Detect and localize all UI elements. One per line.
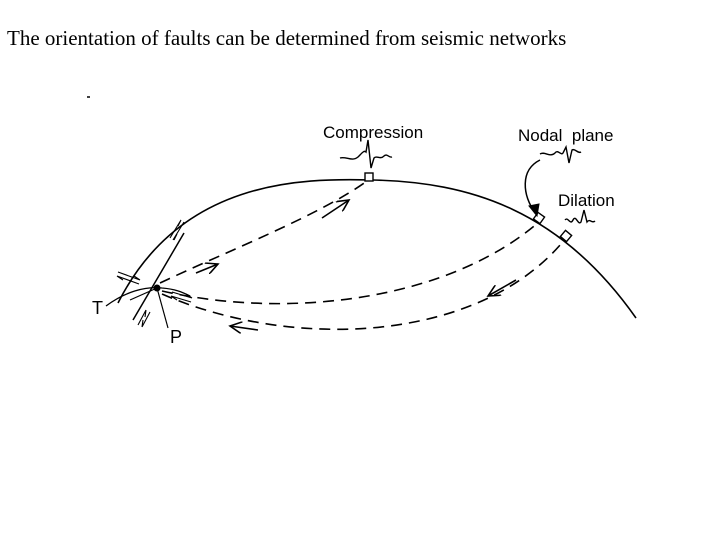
nodal-waveform <box>539 144 582 164</box>
nodal-plane-label: Nodal plane <box>518 126 613 145</box>
auxiliary-plane-line <box>105 286 191 307</box>
nodal-pointer-head <box>528 203 540 218</box>
dilation-waveform <box>564 209 596 224</box>
t-axis-label: T <box>92 298 103 318</box>
fault-plane-line <box>132 232 185 321</box>
ray-to-nodal-station <box>161 220 541 305</box>
ray-arrow-lower <box>195 264 218 273</box>
p-axis-arrow <box>156 287 169 329</box>
ray-to-dilation-station <box>161 237 567 331</box>
dilation-station <box>559 229 573 243</box>
dilation-label: Dilation <box>558 191 615 210</box>
compression-waveform <box>339 139 393 169</box>
ray-arrow-return-left <box>230 326 259 330</box>
compression-station <box>364 172 374 182</box>
ray-to-compression-station <box>159 180 368 284</box>
t-axis-arrow <box>129 287 158 301</box>
p-axis-label: P <box>170 327 182 347</box>
ray-arrow-return-right <box>488 279 517 296</box>
ray-arrow-upper <box>321 200 349 219</box>
slide-title: The orientation of faults can be determi… <box>7 26 567 50</box>
compression-label: Compression <box>323 123 423 142</box>
